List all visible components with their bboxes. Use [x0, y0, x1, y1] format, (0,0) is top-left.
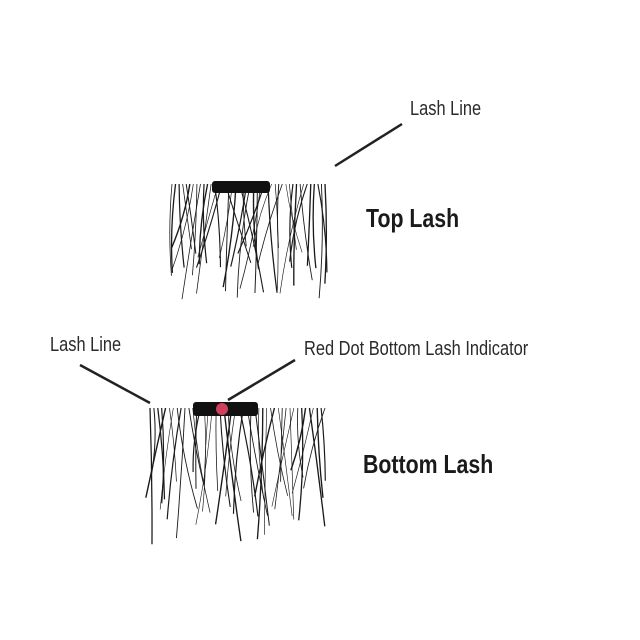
lash-strand — [289, 183, 308, 262]
lash-strand — [318, 183, 323, 299]
lash-strand — [256, 407, 264, 540]
lash-strand — [239, 183, 262, 289]
lash-strand — [170, 183, 177, 273]
lash-strand — [298, 407, 304, 521]
lash-strand — [276, 183, 280, 248]
lash-strand — [195, 407, 213, 525]
lash-strand — [254, 407, 270, 526]
lash-strand — [274, 407, 287, 510]
lash-strand — [254, 183, 258, 293]
lash-strand — [258, 407, 265, 499]
lash-strand — [166, 407, 182, 520]
top-lash-line-label: Lash Line — [410, 98, 482, 120]
lash-strand — [214, 407, 233, 525]
lash-strand — [312, 183, 317, 269]
lash-strand — [257, 183, 283, 265]
lash-strand — [239, 183, 265, 293]
lash-strand — [175, 407, 186, 539]
lash-strand — [169, 407, 177, 482]
lash-strand — [232, 407, 244, 514]
lash-strand — [289, 183, 294, 268]
lash-strand — [192, 407, 211, 513]
bottom-lash-line-leader — [79, 363, 151, 405]
red-dot-indicator — [216, 403, 228, 415]
lash-strand — [202, 183, 208, 264]
top-lash-band — [212, 181, 270, 193]
bottom-lash-label: Bottom Lash — [363, 449, 494, 479]
lash-strand — [169, 183, 173, 276]
lash-strand — [197, 183, 219, 258]
lash-strand — [222, 183, 237, 288]
lash-strand — [191, 183, 198, 276]
lash-strand — [236, 183, 251, 298]
lash-strand — [202, 407, 206, 512]
lash-strand — [324, 183, 328, 284]
lash-strand — [320, 407, 326, 481]
lash-strand — [171, 183, 194, 270]
lash-strand — [171, 183, 191, 249]
lash-strand — [280, 407, 283, 482]
lash-strand — [271, 407, 295, 507]
lash-strand — [264, 407, 268, 535]
lash-strand — [289, 183, 297, 250]
lash-strand — [195, 407, 198, 489]
red-dot-label: Red Dot Bottom Lash Indicator — [304, 338, 529, 360]
lash-strand — [225, 183, 230, 292]
lash-strand — [149, 407, 153, 545]
lash-strand — [254, 407, 276, 497]
lash-strand — [293, 183, 298, 286]
lash-strand — [238, 407, 259, 517]
lash-strand — [161, 407, 165, 504]
lash-strand — [306, 183, 312, 266]
top-lash-label: Top Lash — [366, 203, 460, 233]
lash-strand — [303, 407, 326, 489]
lash-strand — [289, 407, 295, 520]
top-lash-line-leader — [334, 122, 403, 168]
lash-strand — [219, 407, 231, 507]
lash-strand — [279, 183, 304, 294]
bottom-lash-line-label: Lash Line — [50, 334, 122, 356]
lash-strand — [214, 183, 222, 268]
lash-strand — [215, 407, 219, 491]
lash-strand — [185, 183, 197, 254]
lash-strand — [290, 407, 307, 471]
lash-strand — [316, 407, 324, 498]
top-lash-strands — [169, 183, 328, 300]
red-dot-leader — [227, 358, 296, 402]
lash-strand — [291, 407, 314, 494]
lash-strand — [176, 407, 198, 509]
lash-strand — [227, 407, 242, 501]
lash-strand — [196, 183, 212, 294]
lash-strand — [181, 183, 201, 300]
lash-strand — [157, 407, 166, 500]
lash-strand — [145, 407, 167, 498]
bottom-lash-strands — [145, 407, 326, 545]
lash-strand — [159, 407, 174, 510]
lash-strand — [317, 183, 328, 273]
lash-strand — [223, 407, 242, 542]
lash-strand — [198, 183, 209, 265]
lash-strand — [267, 183, 278, 293]
lash-strand — [278, 407, 293, 517]
lash-strand — [308, 407, 326, 527]
lash-strand — [249, 407, 255, 513]
lash-strand — [225, 407, 236, 497]
